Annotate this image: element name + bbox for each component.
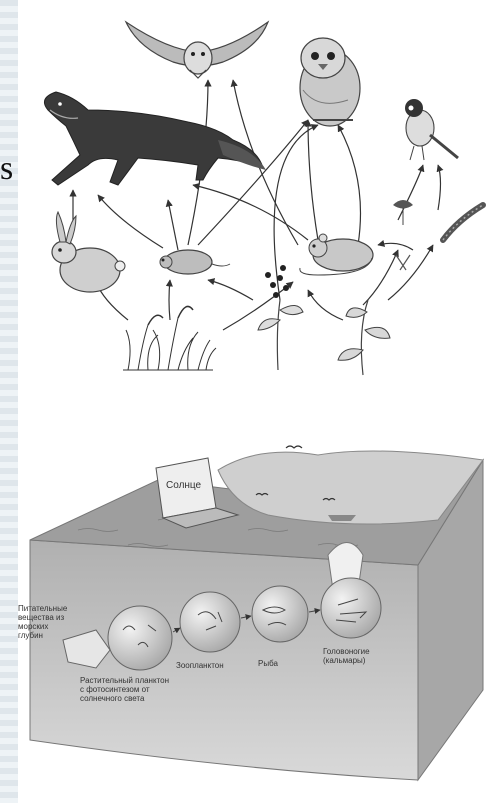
terrestrial-food-web [44,22,483,375]
phytoplankton-label-2: с фотосинтезом от [80,685,150,694]
rabbit-icon [52,212,125,292]
nutrients-label-4: глубин [18,631,43,640]
vole-icon [160,250,230,274]
phytoplankton-label-1: Растительный планктон [80,676,169,685]
squid-label-2: (кальмары) [323,656,366,665]
berry-plant-icon [258,265,303,370]
zooplankton-label: Зоопланктон [176,661,224,670]
fox-icon [44,92,266,185]
food-web-svg: Солнце Питательные вещества из морских [18,0,498,803]
nutrients-label-2: вещества из [18,613,65,622]
perched-owl-icon [300,38,360,126]
nutrients-label-1: Питательные [18,604,68,613]
moth-icon [393,200,413,225]
phytoplankton-bubble [108,606,172,670]
fish-label: Рыба [258,659,278,668]
diagram-panel: Солнце Питательные вещества из морских [18,0,498,803]
fish-bubble [252,586,308,642]
squid-label-1: Головоногие [323,647,370,656]
flying-owl-icon [126,22,268,78]
zooplankton-bubble [180,592,240,652]
mouse-icon [300,234,373,275]
squid-bubble [321,578,381,638]
left-edge-stripe [0,0,18,803]
ocean-food-chain: Солнце Питательные вещества из морских [18,446,483,780]
small-insect-icon [396,255,410,270]
edge-letter: s [0,150,13,188]
nutrients-label-3: морских [18,622,48,631]
tit-bird-icon [405,99,458,160]
phytoplankton-label-3: солнечного света [80,694,145,703]
caterpillar-icon [443,205,483,240]
sun-label: Солнце [166,480,202,491]
nettle-plant-icon [338,300,390,375]
